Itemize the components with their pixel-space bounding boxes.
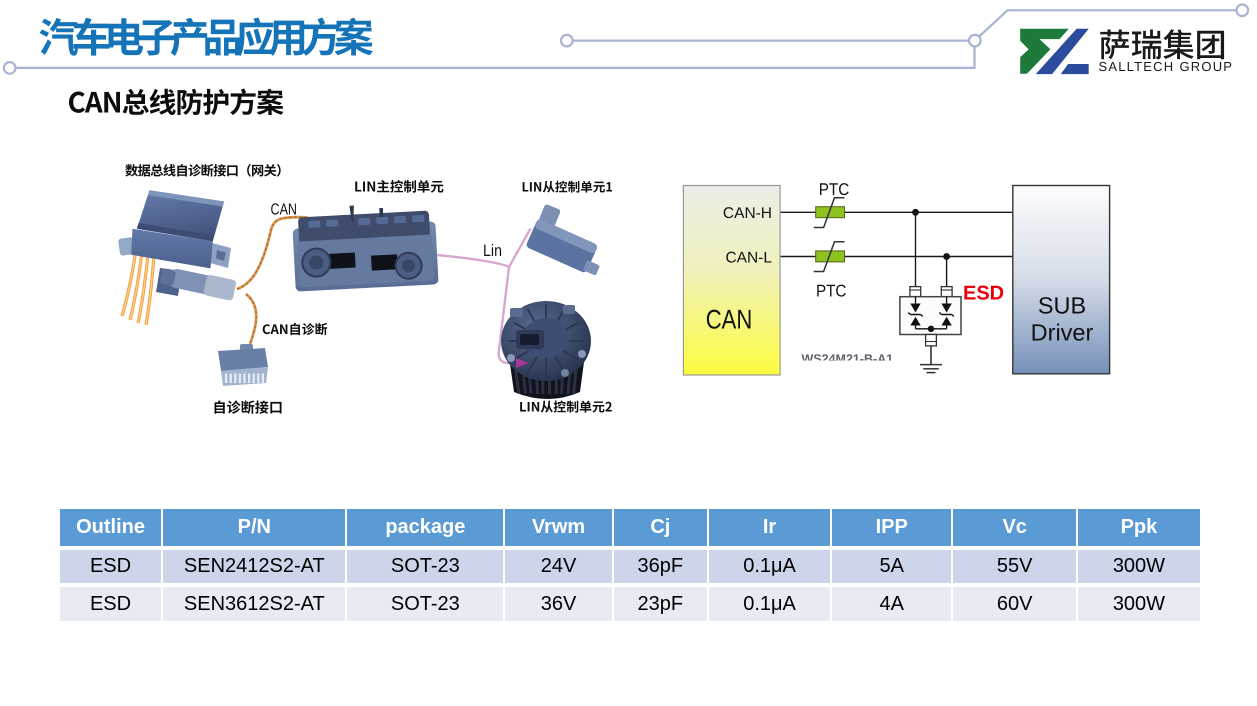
svg-text:SALLTECH: SALLTECH: [1099, 59, 1175, 74]
svg-text:CAN-H: CAN-H: [723, 205, 772, 222]
svg-text:WS24M21-B-A1: WS24M21-B-A1: [802, 352, 894, 366]
svg-text:CAN: CAN: [271, 202, 298, 219]
svg-text:PTC: PTC: [816, 282, 847, 301]
svg-text:CAN: CAN: [706, 305, 753, 335]
svg-text:GROUP: GROUP: [1180, 59, 1234, 74]
svg-text:ESD: ESD: [963, 283, 1004, 305]
svg-text:SUB: SUB: [1038, 293, 1086, 319]
svg-text:Lin: Lin: [483, 242, 502, 260]
svg-text:PTC: PTC: [819, 180, 850, 199]
svg-text:Driver: Driver: [1031, 320, 1094, 346]
svg-text:CAN-L: CAN-L: [725, 250, 772, 267]
